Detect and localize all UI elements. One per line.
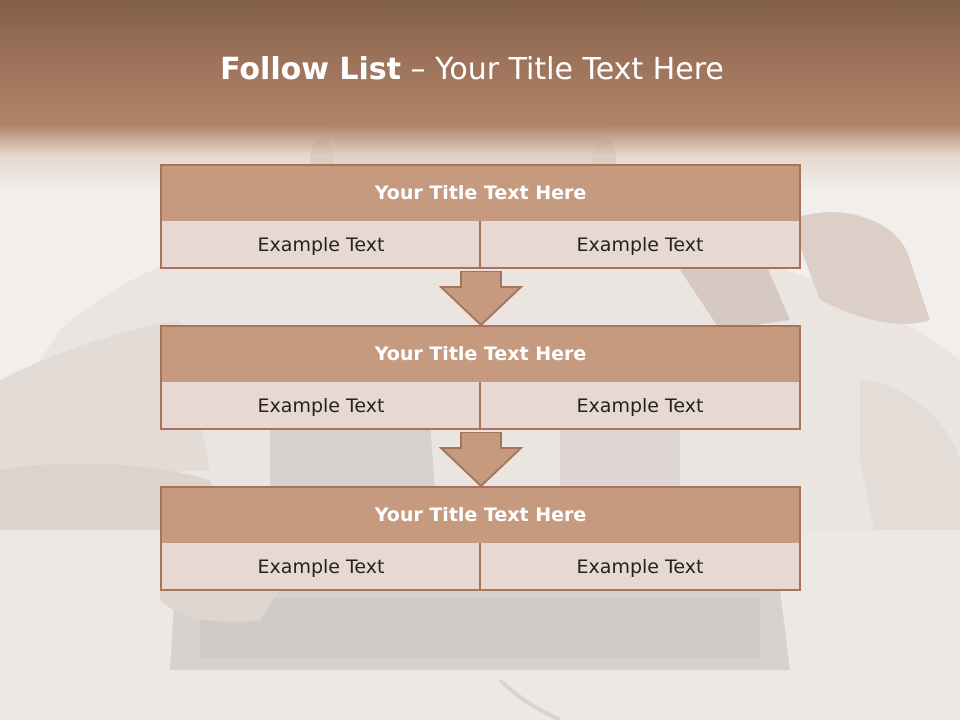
block-title: Your Title Text Here (160, 325, 801, 384)
down-arrow-icon (439, 432, 523, 488)
block-cell-left: Example Text (160, 382, 482, 430)
block-cell-left: Example Text (160, 221, 482, 269)
title-band (0, 0, 960, 190)
list-block-3: Your Title Text Here Example Text Exampl… (160, 486, 801, 592)
block-cell-right: Example Text (479, 221, 801, 269)
down-arrow-icon (439, 271, 523, 327)
list-block-1: Your Title Text Here Example Text Exampl… (160, 164, 801, 272)
slide-title-rest: – Your Title Text Here (410, 52, 724, 87)
block-cell-right: Example Text (479, 382, 801, 430)
list-block-2: Your Title Text Here Example Text Exampl… (160, 325, 801, 433)
block-title: Your Title Text Here (160, 164, 801, 223)
slide-title: Follow List – Your Title Text Here (0, 52, 944, 87)
block-cell-right: Example Text (479, 543, 801, 591)
block-cell-left: Example Text (160, 543, 482, 591)
block-title: Your Title Text Here (160, 486, 801, 545)
slide-title-strong: Follow List (220, 52, 401, 87)
